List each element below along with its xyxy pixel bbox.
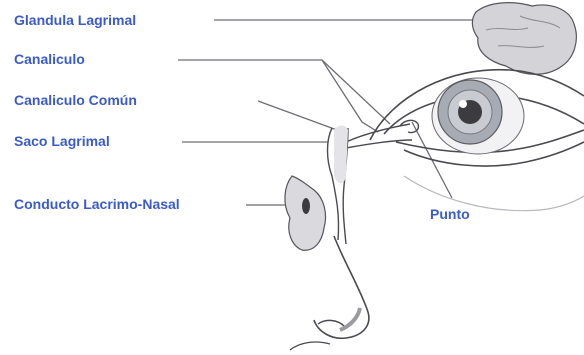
nose-drawing	[285, 176, 369, 350]
leader-line-canaliculo-branch	[322, 60, 390, 124]
eyeball-drawing	[432, 78, 524, 154]
label-conducto-lacrimo-nasal: Conducto Lacrimo-Nasal	[14, 196, 180, 212]
label-punto: Punto	[430, 206, 470, 222]
label-saco-lagrimal: Saco Lagrimal	[14, 133, 110, 149]
label-glandula-lagrimal: Glandula Lagrimal	[14, 12, 136, 28]
lacrimal-gland-drawing	[472, 3, 576, 75]
label-canaliculo-comun: Canaliculo Común	[14, 92, 137, 108]
leader-line-canaliculo-comun	[258, 101, 348, 134]
label-canaliculo: Canaliculo	[14, 51, 85, 67]
leader-line-canaliculo	[178, 60, 378, 132]
